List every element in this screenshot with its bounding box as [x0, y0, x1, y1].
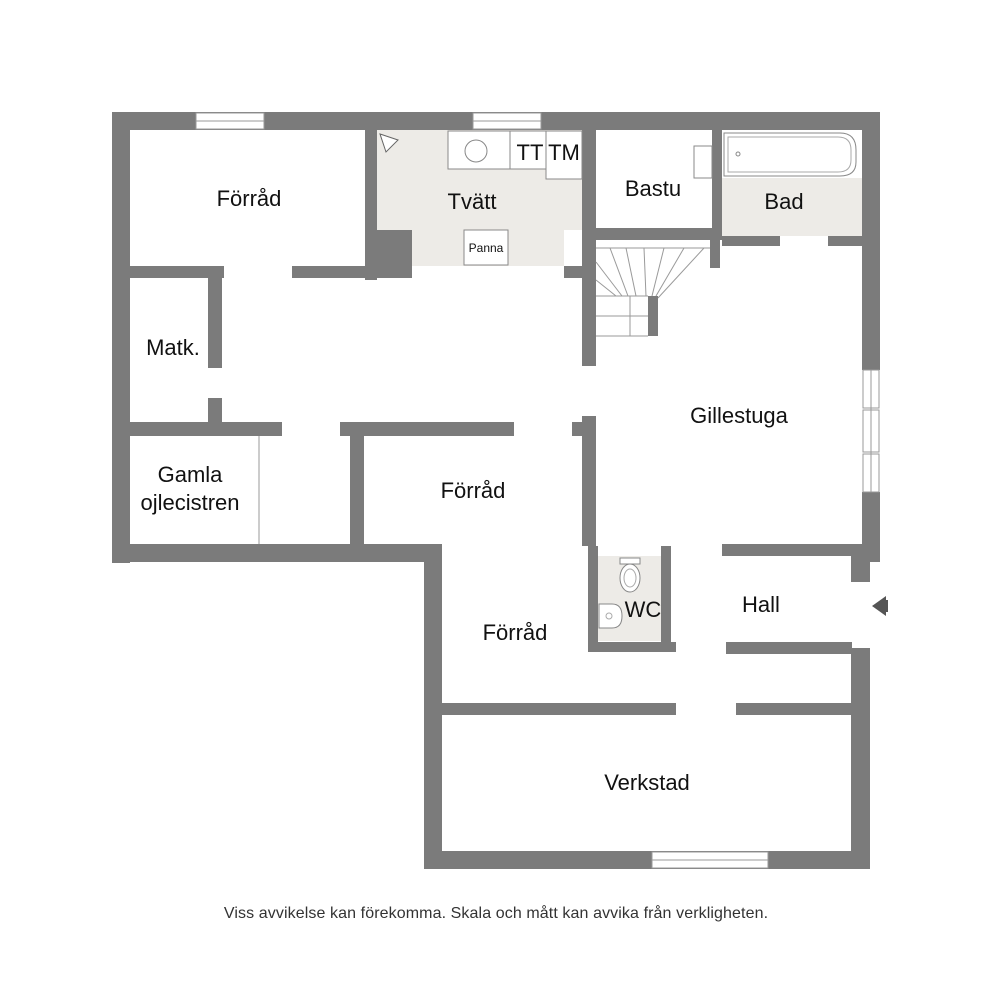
label-verkstad: Verkstad [604, 770, 690, 795]
wall-mid-right [582, 416, 596, 546]
label-gamla-line1: Gamla [158, 462, 224, 487]
outer-wall-left [112, 112, 130, 563]
label-tm: TM [548, 140, 580, 165]
wc-sink-icon [598, 603, 623, 629]
label-hall: Hall [742, 592, 780, 617]
label-tvatt: Tvätt [448, 189, 497, 214]
wall-hall-top [722, 544, 862, 556]
label-wc: WC [625, 597, 662, 622]
entrance-door-gap [852, 582, 870, 648]
bathtub-icon [723, 132, 857, 177]
outer-wall-lower-left [424, 544, 442, 869]
outer-wall-right-upper [862, 112, 880, 370]
tm-box [545, 130, 583, 180]
panna-box [463, 229, 509, 266]
toilet-icon [619, 563, 641, 593]
windows [195, 112, 880, 869]
fixtures [258, 130, 857, 629]
wall-mid-left [350, 436, 364, 546]
wall-mid-right-stub [572, 422, 584, 436]
wall-verkstad-top-right [736, 703, 851, 715]
tt-box [509, 130, 547, 170]
label-forrad-top: Förråd [217, 186, 282, 211]
label-forrad-mid: Förråd [441, 478, 506, 503]
label-forrad-low: Förråd [483, 620, 548, 645]
label-bastu: Bastu [625, 176, 681, 201]
label-gillestuga: Gillestuga [690, 403, 789, 428]
stairs-icon [595, 240, 710, 337]
wall-matk-bottom [130, 422, 282, 436]
vent-triangle-icon [379, 133, 399, 153]
wall-verkstad-top-left [442, 703, 676, 715]
disclaimer-text: Viss avvikelse kan förekomma. Skala och … [223, 905, 769, 922]
wall-bad-bottom-left [722, 236, 780, 246]
toilet-tank [619, 557, 641, 565]
room-labels: Förråd Tvätt TT TM Panna Bastu Bad Matk.… [140, 140, 803, 795]
bad-floor [722, 178, 862, 236]
wall-wc-right [661, 546, 671, 652]
wall-wc-left [588, 546, 598, 652]
label-matk: Matk. [146, 335, 200, 360]
sauna-heater [693, 145, 713, 179]
wall-hall-bottom [726, 642, 870, 654]
wall-bastu-bottom [596, 228, 722, 240]
wall-bastu-bad [712, 130, 722, 240]
wall-mid-top [340, 422, 514, 436]
wall-stair-left [710, 240, 720, 268]
wall-matk-right-lower [208, 398, 222, 424]
label-gamla-line2: ojlecistren [140, 490, 239, 515]
outer-wall-lower-right [851, 648, 870, 869]
label-bad: Bad [764, 189, 803, 214]
wall-forrad-tvatt [365, 130, 377, 280]
wall-tvatt-right [582, 130, 596, 366]
sink-icon [464, 139, 488, 163]
wall-wc-bottom [588, 642, 676, 652]
wall-tvatt-block [377, 230, 412, 278]
entrance-arrow-icon [872, 596, 888, 616]
label-tt: TT [517, 140, 544, 165]
wall-bad-bottom-right [828, 236, 862, 246]
wall-matk-right-upper [208, 278, 222, 368]
outer-wall-mid-bottom [112, 544, 442, 562]
wall-forrad-bottom-left [130, 266, 224, 278]
label-panna: Panna [469, 241, 504, 255]
outer-wall-bottom [424, 851, 870, 869]
